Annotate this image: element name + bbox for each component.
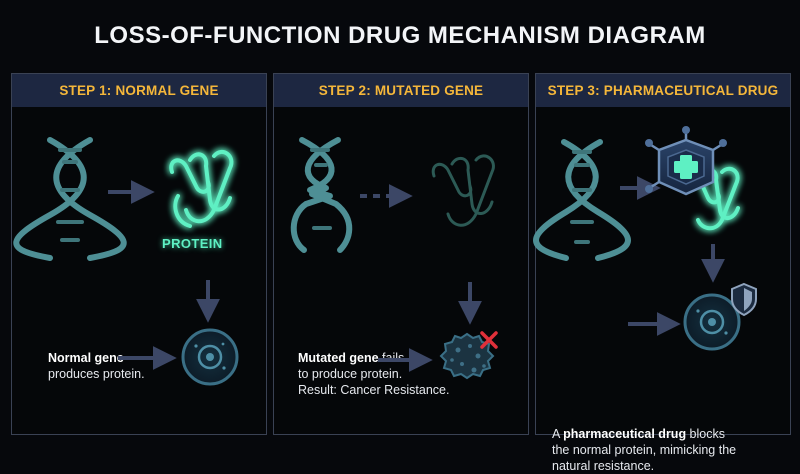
description-bold: Mutated gene — [298, 351, 379, 365]
description-line-3: Result: Cancer Resistance. — [298, 383, 450, 397]
drug-hexagon-icon — [645, 126, 727, 196]
protein-label: PROTEIN — [162, 236, 223, 251]
description-prefix: A — [552, 427, 564, 441]
dna-helix-icon — [533, 139, 631, 261]
panel-step-2-header: STEP 2: MUTATED GENE — [274, 74, 528, 107]
diagram-title: LOSS-OF-FUNCTION DRUG MECHANISM DIAGRAM — [94, 22, 706, 49]
shield-icon — [731, 282, 757, 317]
diagram-artwork — [13, 126, 757, 386]
description-bold: Normal gene — [48, 351, 124, 365]
panel-step-3-header: STEP 3: PHARMACEUTICAL DRUG — [536, 74, 790, 107]
panel-step-2: STEP 2: MUTATED GENE Mutated gene fails … — [273, 73, 529, 435]
cell-icon — [683, 293, 741, 351]
damaged-cell-icon — [439, 332, 495, 380]
description-text: blocks — [686, 427, 725, 441]
cell-icon — [181, 328, 239, 386]
description-line-2: to produce protein. — [298, 367, 403, 381]
faded-protein-icon — [431, 154, 495, 227]
panel-step-1-header: STEP 1: NORMAL GENE — [12, 74, 266, 107]
panel-step-1-description: Normal gene produces protein. — [48, 350, 145, 382]
description-text: produces protein. — [48, 367, 145, 381]
protein-icon — [169, 149, 234, 228]
description-line-3: natural resistance. — [552, 459, 655, 473]
cross-icon — [480, 331, 498, 349]
mutated-dna-helix-icon — [290, 137, 353, 253]
panel-step-1: STEP 1: NORMAL GENE Normal gene produces… — [11, 73, 267, 435]
dna-helix-icon — [13, 137, 127, 261]
description-bold: pharmaceutical drug — [563, 427, 687, 441]
